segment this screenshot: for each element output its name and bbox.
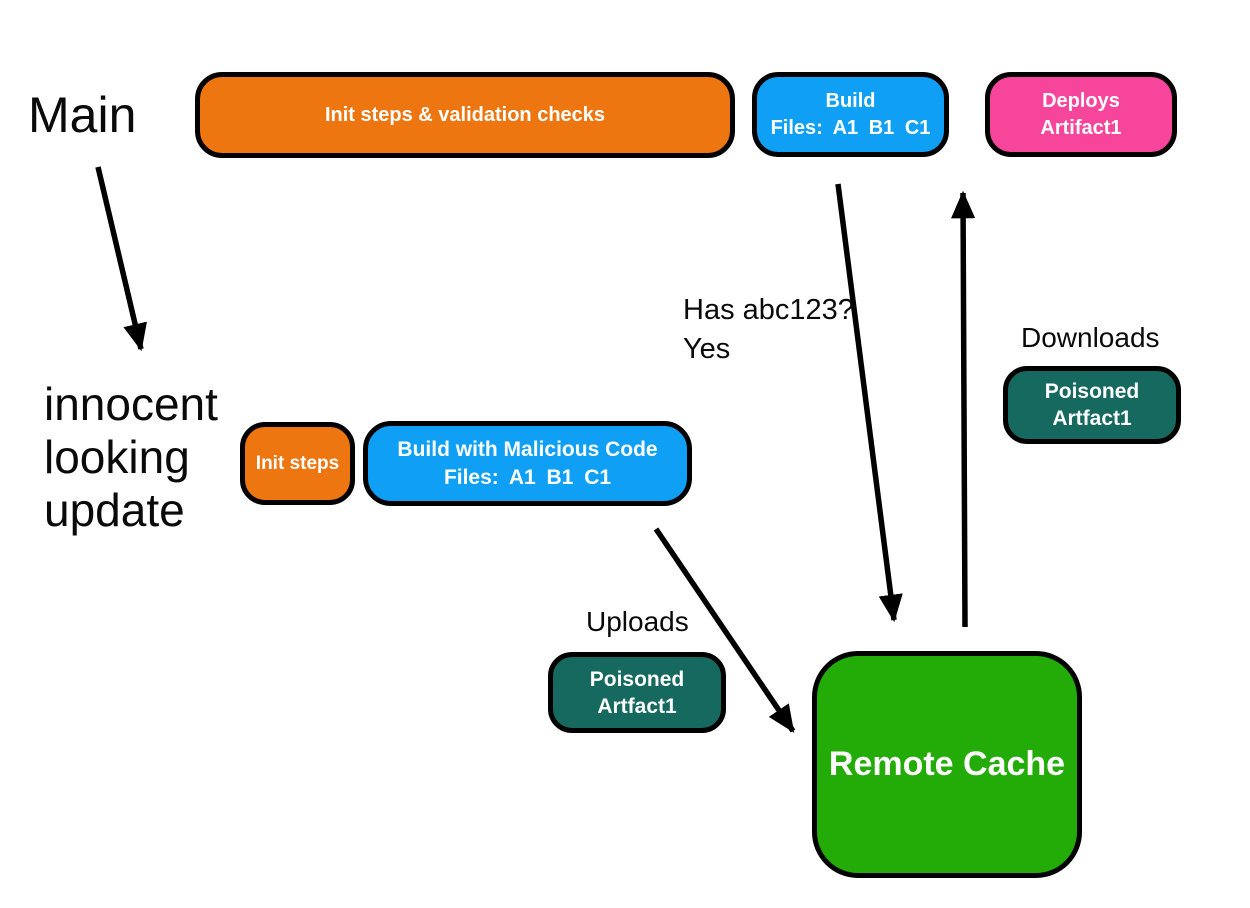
node-build-with-malicious-code: Build with Malicious Code Files: A1 B1 C… xyxy=(363,421,692,506)
node-build-malicious-title: Build with Malicious Code xyxy=(397,437,658,461)
node-build-title: Build xyxy=(825,89,876,112)
innocent-update-line1: innocent xyxy=(44,378,218,430)
main-branch-label: Main xyxy=(28,87,137,143)
node-poisoned-upload-line1: Poisoned xyxy=(589,667,685,691)
node-poisoned-upload-line2: Artfact1 xyxy=(597,694,677,718)
arrow-build-to-remote-cache xyxy=(835,183,903,623)
downloads-label: Downloads xyxy=(1021,322,1160,353)
node-init-steps-validation-checks: Init steps & validation checks xyxy=(195,72,735,158)
node-poisoned-artifact-download: Poisoned Artfact1 xyxy=(1003,366,1181,444)
node-remote-cache-label: Remote Cache xyxy=(828,745,1066,783)
node-deploys-title: Deploys xyxy=(1042,89,1120,112)
node-init-steps: Init steps xyxy=(240,422,355,505)
node-poisoned-download-line1: Poisoned xyxy=(1044,380,1140,403)
node-poisoned-download-line2: Artfact1 xyxy=(1052,407,1132,430)
innocent-update-line3: update xyxy=(44,484,185,536)
node-remote-cache: Remote Cache xyxy=(812,651,1082,878)
node-build: Build Files: A1 B1 C1 xyxy=(752,72,949,157)
arrow-remote-cache-to-deploys xyxy=(951,190,976,628)
arrow-malicious-build-to-remote-cache xyxy=(653,527,796,733)
node-poisoned-artifact-upload: Poisoned Artfact1 xyxy=(548,652,726,733)
has-abc123-answer: Yes xyxy=(683,333,731,365)
node-build-malicious-files: Files: A1 B1 C1 xyxy=(443,465,612,489)
node-init-steps-label: Init steps xyxy=(255,452,340,474)
node-deploys-artifact1: Deploys Artifact1 xyxy=(985,72,1177,157)
innocent-update-label: innocent looking update xyxy=(44,378,218,537)
has-abc123-question: Has abc123? xyxy=(683,294,854,326)
innocent-update-line2: looking xyxy=(44,431,190,483)
uploads-label: Uploads xyxy=(586,606,689,637)
has-abc123-label: Has abc123? Yes xyxy=(683,291,854,369)
arrow-main-to-update xyxy=(95,166,147,352)
node-deploys-artifact: Artifact1 xyxy=(1040,116,1122,139)
node-init-steps-validation-checks-label: Init steps & validation checks xyxy=(324,103,606,126)
node-build-files: Files: A1 B1 C1 xyxy=(770,116,931,139)
